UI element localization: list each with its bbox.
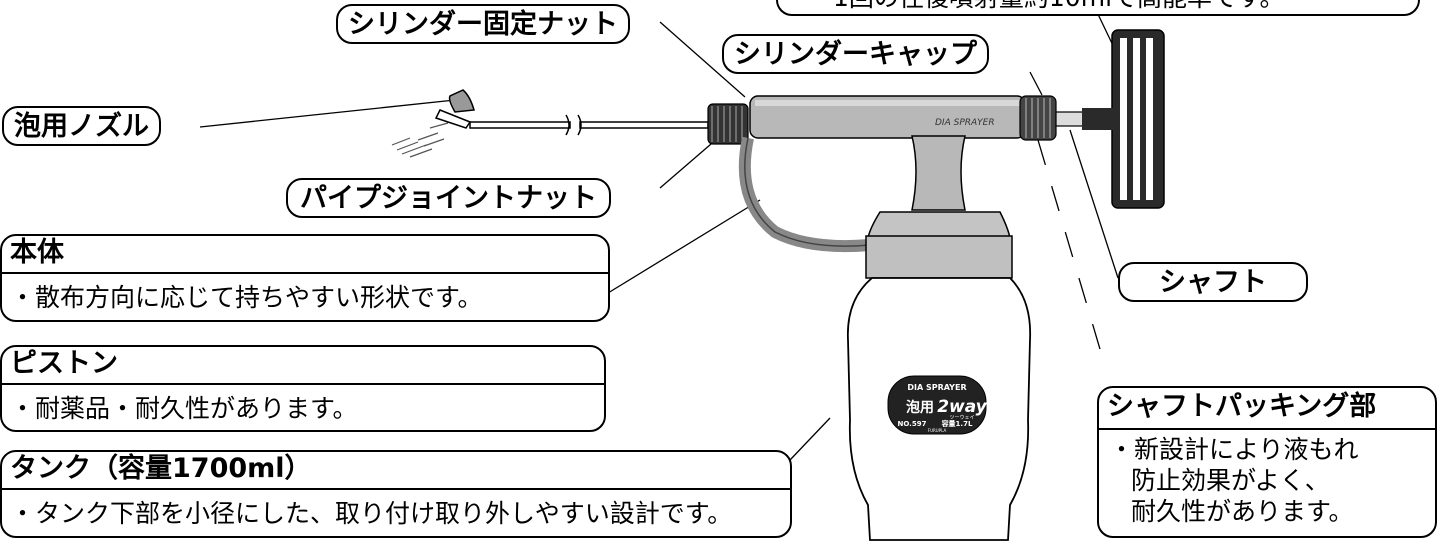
packing-line-1: ・新設計により液もれ	[1109, 435, 1359, 464]
shaft-label: シャフト	[1118, 262, 1308, 302]
packing-line-2: 防止効果がよく、	[1131, 466, 1330, 495]
tank-shoulder	[865, 211, 1013, 279]
label-capacity: 容量1.7L	[941, 419, 973, 428]
label-subname: ツーウェイ	[949, 414, 974, 421]
tank-callout: タンク（容量1700ml） ・タンク下部を小径にした、取り付け取り外しやすい設計…	[0, 450, 792, 538]
efficiency-text: ・1回の往復噴射量約10mlで高能率です。	[808, 0, 1285, 13]
grip-neck	[911, 135, 966, 211]
body-title: 本体	[10, 237, 64, 268]
spray-pattern	[391, 122, 449, 158]
packing-title: シャフトパッキング部	[1107, 391, 1377, 422]
lance-pipe	[434, 109, 709, 136]
foam-nozzle	[448, 89, 475, 113]
label-name-2way: 2way	[937, 397, 987, 417]
efficiency-callout: ・1回の往復噴射量約10mlで高能率です。	[776, 0, 1420, 16]
label-model: NO.597	[898, 420, 927, 428]
shaft-packing-callout: シャフトパッキング部 ・新設計により液もれ 防止効果がよく、 耐久性があります。	[1097, 386, 1437, 538]
label-brand: DIA SPRAYER	[907, 383, 966, 392]
tank-desc: ・タンク下部を小径にした、取り付け取り外しやすい設計です。	[2, 488, 790, 529]
pipe-joint-nut-label: パイプジョイントナット	[286, 178, 611, 218]
t-handle	[1082, 29, 1165, 209]
cylinder-cap-label: シリンダーキャップ	[722, 34, 989, 74]
label-maker: FURUPLA	[928, 428, 947, 433]
foam-nozzle-label: 泡用ノズル	[2, 106, 161, 146]
cylinder-nut-label: シリンダー固定ナット	[336, 4, 630, 44]
piston-desc: ・耐薬品・耐久性があります。	[2, 383, 604, 424]
tube-brand-text: DIA SPRAYER	[935, 118, 995, 128]
packing-line-3: 耐久性があります。	[1131, 497, 1354, 526]
piston-callout: ピストン ・耐薬品・耐久性があります。	[0, 345, 606, 432]
tank-label: DIA SPRAYER 泡用 2way ツーウェイ NO.597 容量1.7L …	[887, 375, 988, 435]
body-callout: 本体 ・散布方向に応じて持ちやすい形状です。	[0, 234, 610, 322]
piston-title: ピストン	[10, 348, 118, 379]
leader-lines	[199, 7, 1121, 461]
cylinder: DIA SPRAYER	[749, 95, 1026, 139]
body-desc: ・散布方向に応じて持ちやすい形状です。	[2, 272, 608, 313]
tank-title: タンク（容量1700ml）	[10, 453, 312, 484]
hose	[738, 136, 871, 253]
label-name-prefix: 泡用	[906, 399, 934, 416]
